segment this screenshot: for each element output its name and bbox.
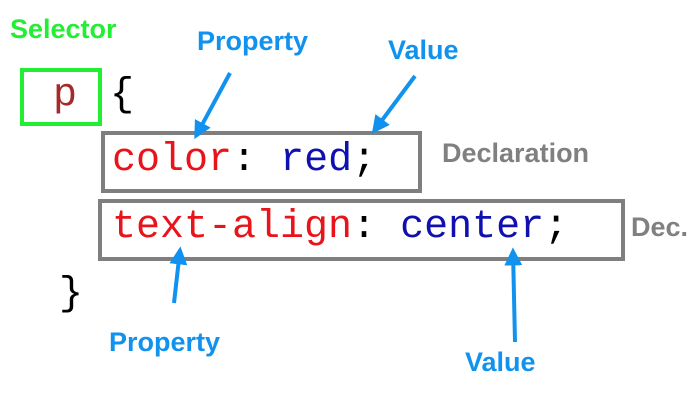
- declaration-1: color: red;: [112, 141, 376, 181]
- property-color: color: [112, 138, 233, 183]
- value-label-bottom: Value: [465, 347, 536, 377]
- semicolon-2: ;: [544, 205, 569, 250]
- declaration-label: Declaration: [442, 138, 590, 168]
- arrow-value-top: [371, 74, 417, 134]
- value-label-top: Value: [388, 35, 459, 65]
- arrow-property-top: [194, 72, 232, 140]
- property-text-align: text-align: [112, 205, 353, 250]
- semicolon-1: ;: [352, 138, 377, 183]
- declaration-short-label: Dec.: [631, 212, 689, 242]
- arrow-value-bottom: [504, 247, 523, 343]
- value-red: red: [280, 138, 353, 183]
- selector-label: Selector: [10, 14, 117, 44]
- declaration-box-1: [101, 131, 422, 193]
- selector-box: [20, 68, 102, 126]
- property-label-bottom: Property: [109, 327, 221, 357]
- arrow-property-bottom: [169, 246, 188, 304]
- selector-text: p: [53, 73, 78, 118]
- declaration-box-2: [98, 199, 625, 261]
- property-label-top: Property: [197, 26, 309, 56]
- declaration-2: text-align: center;: [112, 208, 568, 248]
- close-brace: }: [59, 272, 84, 317]
- colon-1: :: [232, 138, 257, 183]
- open-brace: {: [110, 73, 135, 118]
- value-center: center: [400, 205, 545, 250]
- colon-2: :: [352, 205, 377, 250]
